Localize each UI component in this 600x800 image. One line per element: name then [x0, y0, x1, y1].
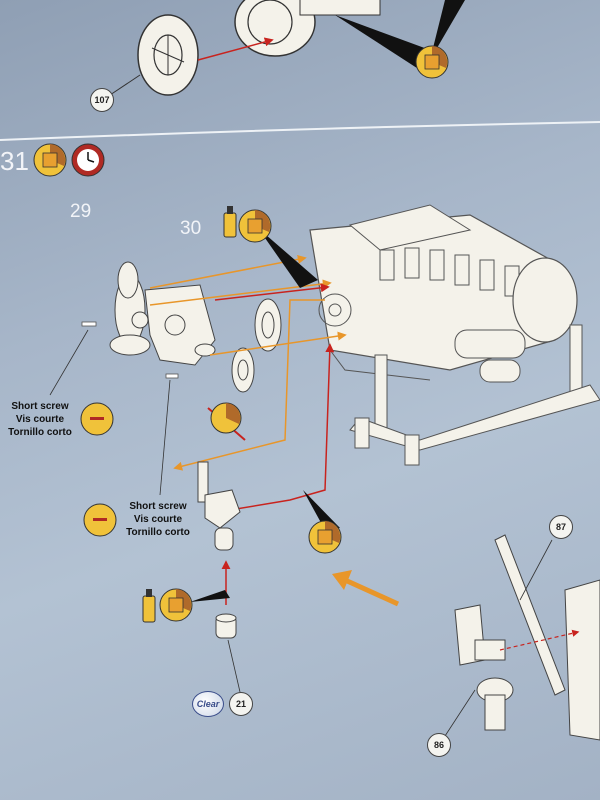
screw-icon [81, 321, 97, 327]
leader-line [519, 539, 553, 601]
glue-tube-icon [142, 589, 156, 623]
glue-pointer [190, 590, 230, 602]
orange-assembly-arrow [149, 254, 307, 289]
glue-pot-icon [210, 402, 242, 434]
glue-pointer [430, 0, 465, 60]
glue-pot-icon [308, 520, 342, 554]
engine-block [309, 204, 578, 383]
callout-21-label: 21 [235, 699, 246, 709]
short-screw-label-1: Short screw Vis courte Tornillo corto [4, 400, 76, 439]
callout-21: 21 [229, 692, 253, 716]
pulley-30 [254, 298, 282, 352]
glue-pointer [303, 490, 340, 530]
glue-pot-icon [159, 588, 193, 622]
glue-tube-icon [223, 206, 237, 238]
thermostat-housing [197, 461, 241, 551]
orange-pointer-arrow-icon [332, 570, 400, 607]
orange-assembly-arrow [173, 299, 325, 471]
screw-icon [83, 503, 117, 537]
leader-line [227, 639, 241, 693]
glue-pointer [335, 15, 430, 70]
clear-badge-label: Clear [196, 699, 220, 709]
red-assembly-arrow [197, 37, 274, 61]
red-assembly-arrow [214, 283, 330, 301]
red-assembly-arrow [499, 629, 580, 651]
part-21-cap [215, 613, 237, 639]
part-86-sensor [454, 604, 514, 731]
part-number-29: 29 [70, 201, 92, 222]
callout-87: 87 [549, 515, 573, 539]
pulley-107 [137, 14, 199, 96]
short-screw-label-2: Short screw Vis courte Tornillo corto [120, 500, 196, 539]
top-pulley-assembly [234, 0, 381, 57]
short-screw-label-2-fr: Vis courte [133, 514, 183, 525]
glue-pot-icon [33, 143, 67, 177]
leader-line [159, 379, 171, 496]
short-screw-label-1-es: Tornillo corto [8, 427, 72, 438]
short-screw-label-2-en: Short screw [129, 501, 187, 512]
glue-pot-icon [238, 209, 272, 243]
crank-pulley [231, 347, 255, 393]
leader-line [109, 74, 141, 96]
part-number-30: 30 [180, 218, 202, 239]
fan-29 [109, 261, 151, 356]
callout-86-label: 86 [433, 740, 444, 750]
orange-assembly-arrow [209, 331, 347, 356]
glue-pot-icon [415, 45, 449, 79]
section-divider [0, 121, 600, 141]
engine-stand [349, 324, 600, 466]
glue-pointer [258, 228, 318, 288]
clock-icon [71, 143, 105, 177]
leader-line [444, 689, 476, 737]
short-screw-label-1-fr: Vis courte [15, 414, 65, 425]
callout-107: 107 [90, 88, 114, 112]
callout-86: 86 [427, 733, 451, 757]
screw-icon [80, 402, 114, 436]
water-pump [144, 284, 216, 366]
short-screw-label-2-es: Tornillo corto [126, 527, 190, 538]
clear-badge: Clear [192, 691, 224, 717]
short-screw-label-1-en: Short screw [11, 401, 69, 412]
callout-87-label: 87 [555, 522, 566, 532]
bracket-part [564, 579, 600, 741]
step-number: 31 [0, 146, 29, 176]
screw-icon [165, 373, 179, 379]
part-87-rod [494, 534, 566, 696]
leader-line [49, 329, 89, 396]
callout-107-label: 107 [94, 95, 110, 105]
